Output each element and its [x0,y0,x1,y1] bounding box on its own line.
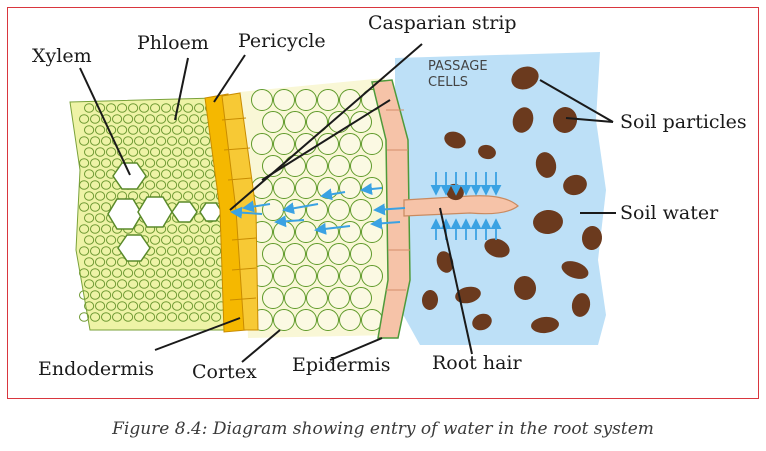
water-flow-arrows [230,183,406,235]
label-cells: CELLS [428,75,468,90]
label-pericycle: Pericycle [238,30,326,52]
label-epidermis: Epidermis [292,354,390,376]
label-soil-particles: Soil particles [620,111,747,133]
label-soil-water: Soil water [620,202,719,224]
cortex-cells [251,89,383,331]
leader-lines [79,43,616,363]
label-casparian-strip: Casparian strip [368,12,517,34]
label-xylem: Xylem [32,45,92,67]
label-phloem: Phloem [137,32,209,54]
xylem-vessels [107,162,223,262]
label-passage: PASSAGE [428,59,488,74]
label-cortex: Cortex [192,361,257,383]
root-hair [403,195,519,217]
water-uptake-arrows [430,172,502,240]
label-root-hair: Root hair [432,352,522,374]
figure-caption: Figure 8.4: Diagram showing entry of wat… [112,419,654,439]
label-endodermis: Endodermis [38,358,154,380]
